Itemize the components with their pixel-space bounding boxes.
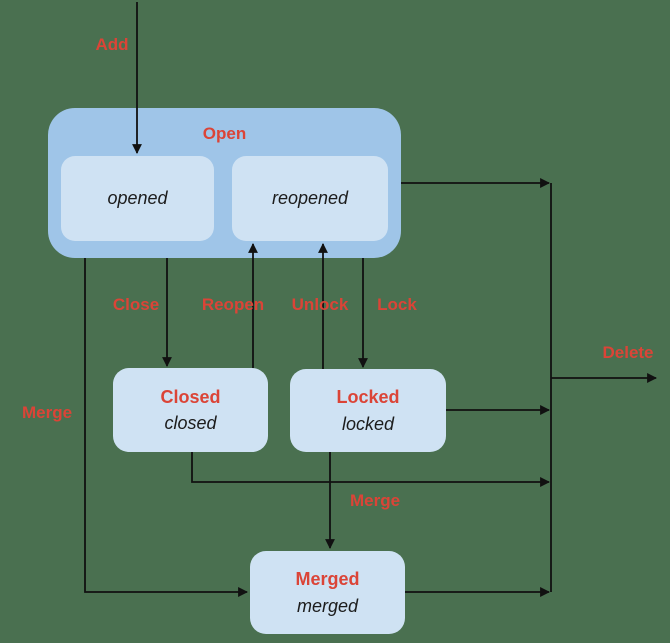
state-locked: Locked locked — [290, 369, 446, 452]
state-locked-subtitle: locked — [341, 413, 395, 434]
transition-label-close: Close — [112, 295, 160, 314]
state-opened-label: opened — [107, 188, 168, 208]
state-closed: Closed closed — [113, 368, 268, 452]
transition-label-lock: Lock — [377, 295, 417, 314]
transition-label-delete: Delete — [602, 343, 654, 362]
transition-label-unlock: Unlock — [291, 295, 349, 314]
transition-label-reopen: Reopen — [201, 295, 265, 314]
state-merged: Merged merged — [250, 551, 405, 634]
state-merged-subtitle: merged — [296, 595, 359, 616]
state-closed-title: Closed — [160, 386, 221, 407]
arrow-closed-to-bus — [191, 452, 550, 487]
state-open-label: Open — [202, 124, 247, 143]
state-merged-title: Merged — [295, 569, 360, 590]
state-reopened: reopened — [232, 156, 388, 241]
state-closed-subtitle: closed — [164, 413, 217, 433]
state-locked-title: Locked — [336, 387, 400, 408]
transition-label-add: Add — [95, 35, 129, 54]
state-reopened-label: reopened — [271, 188, 349, 208]
state-opened: opened — [61, 156, 214, 241]
transition-label-merge-bottom: Merge — [349, 491, 401, 510]
transition-label-merge-left: Merge — [21, 403, 73, 422]
